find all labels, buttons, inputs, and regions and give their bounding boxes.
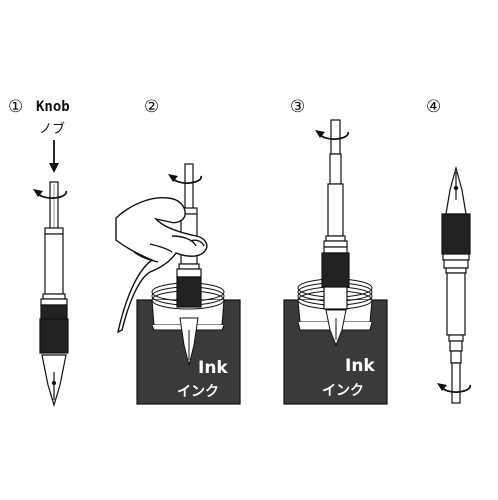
rotation-arrow-icon bbox=[437, 383, 472, 393]
step-number-4: ④ bbox=[426, 97, 441, 117]
knob-label: Knob bbox=[36, 99, 70, 115]
down-arrow-icon bbox=[49, 140, 59, 173]
rotation-arrow-icon bbox=[315, 130, 350, 140]
hand-icon bbox=[115, 197, 208, 334]
knob-label-jp: ノブ bbox=[39, 121, 65, 137]
step-3: ③ Ink インク bbox=[283, 97, 388, 405]
step-number-3: ③ bbox=[290, 97, 305, 117]
ink-label-jp-1: インク bbox=[177, 384, 219, 400]
step-number-2: ② bbox=[144, 97, 159, 117]
ink-label-2: Ink bbox=[345, 356, 375, 376]
pen-4 bbox=[441, 165, 471, 404]
pen-1 bbox=[39, 181, 69, 408]
step-1: ① Knob ノブ bbox=[8, 97, 70, 408]
step-number-1: ① bbox=[8, 97, 23, 117]
ink-label-1: Ink bbox=[198, 358, 228, 378]
pen-3 bbox=[321, 119, 350, 310]
rotation-arrow-icon bbox=[33, 189, 68, 199]
step-2: ② Ink インク bbox=[115, 97, 241, 405]
rotation-arrow-icon bbox=[168, 174, 203, 184]
ink-label-jp-2: インク bbox=[322, 383, 364, 399]
step-4: ④ bbox=[426, 97, 472, 404]
nib-icon bbox=[445, 165, 467, 215]
ink-bottle-2: Ink インク bbox=[283, 278, 388, 405]
